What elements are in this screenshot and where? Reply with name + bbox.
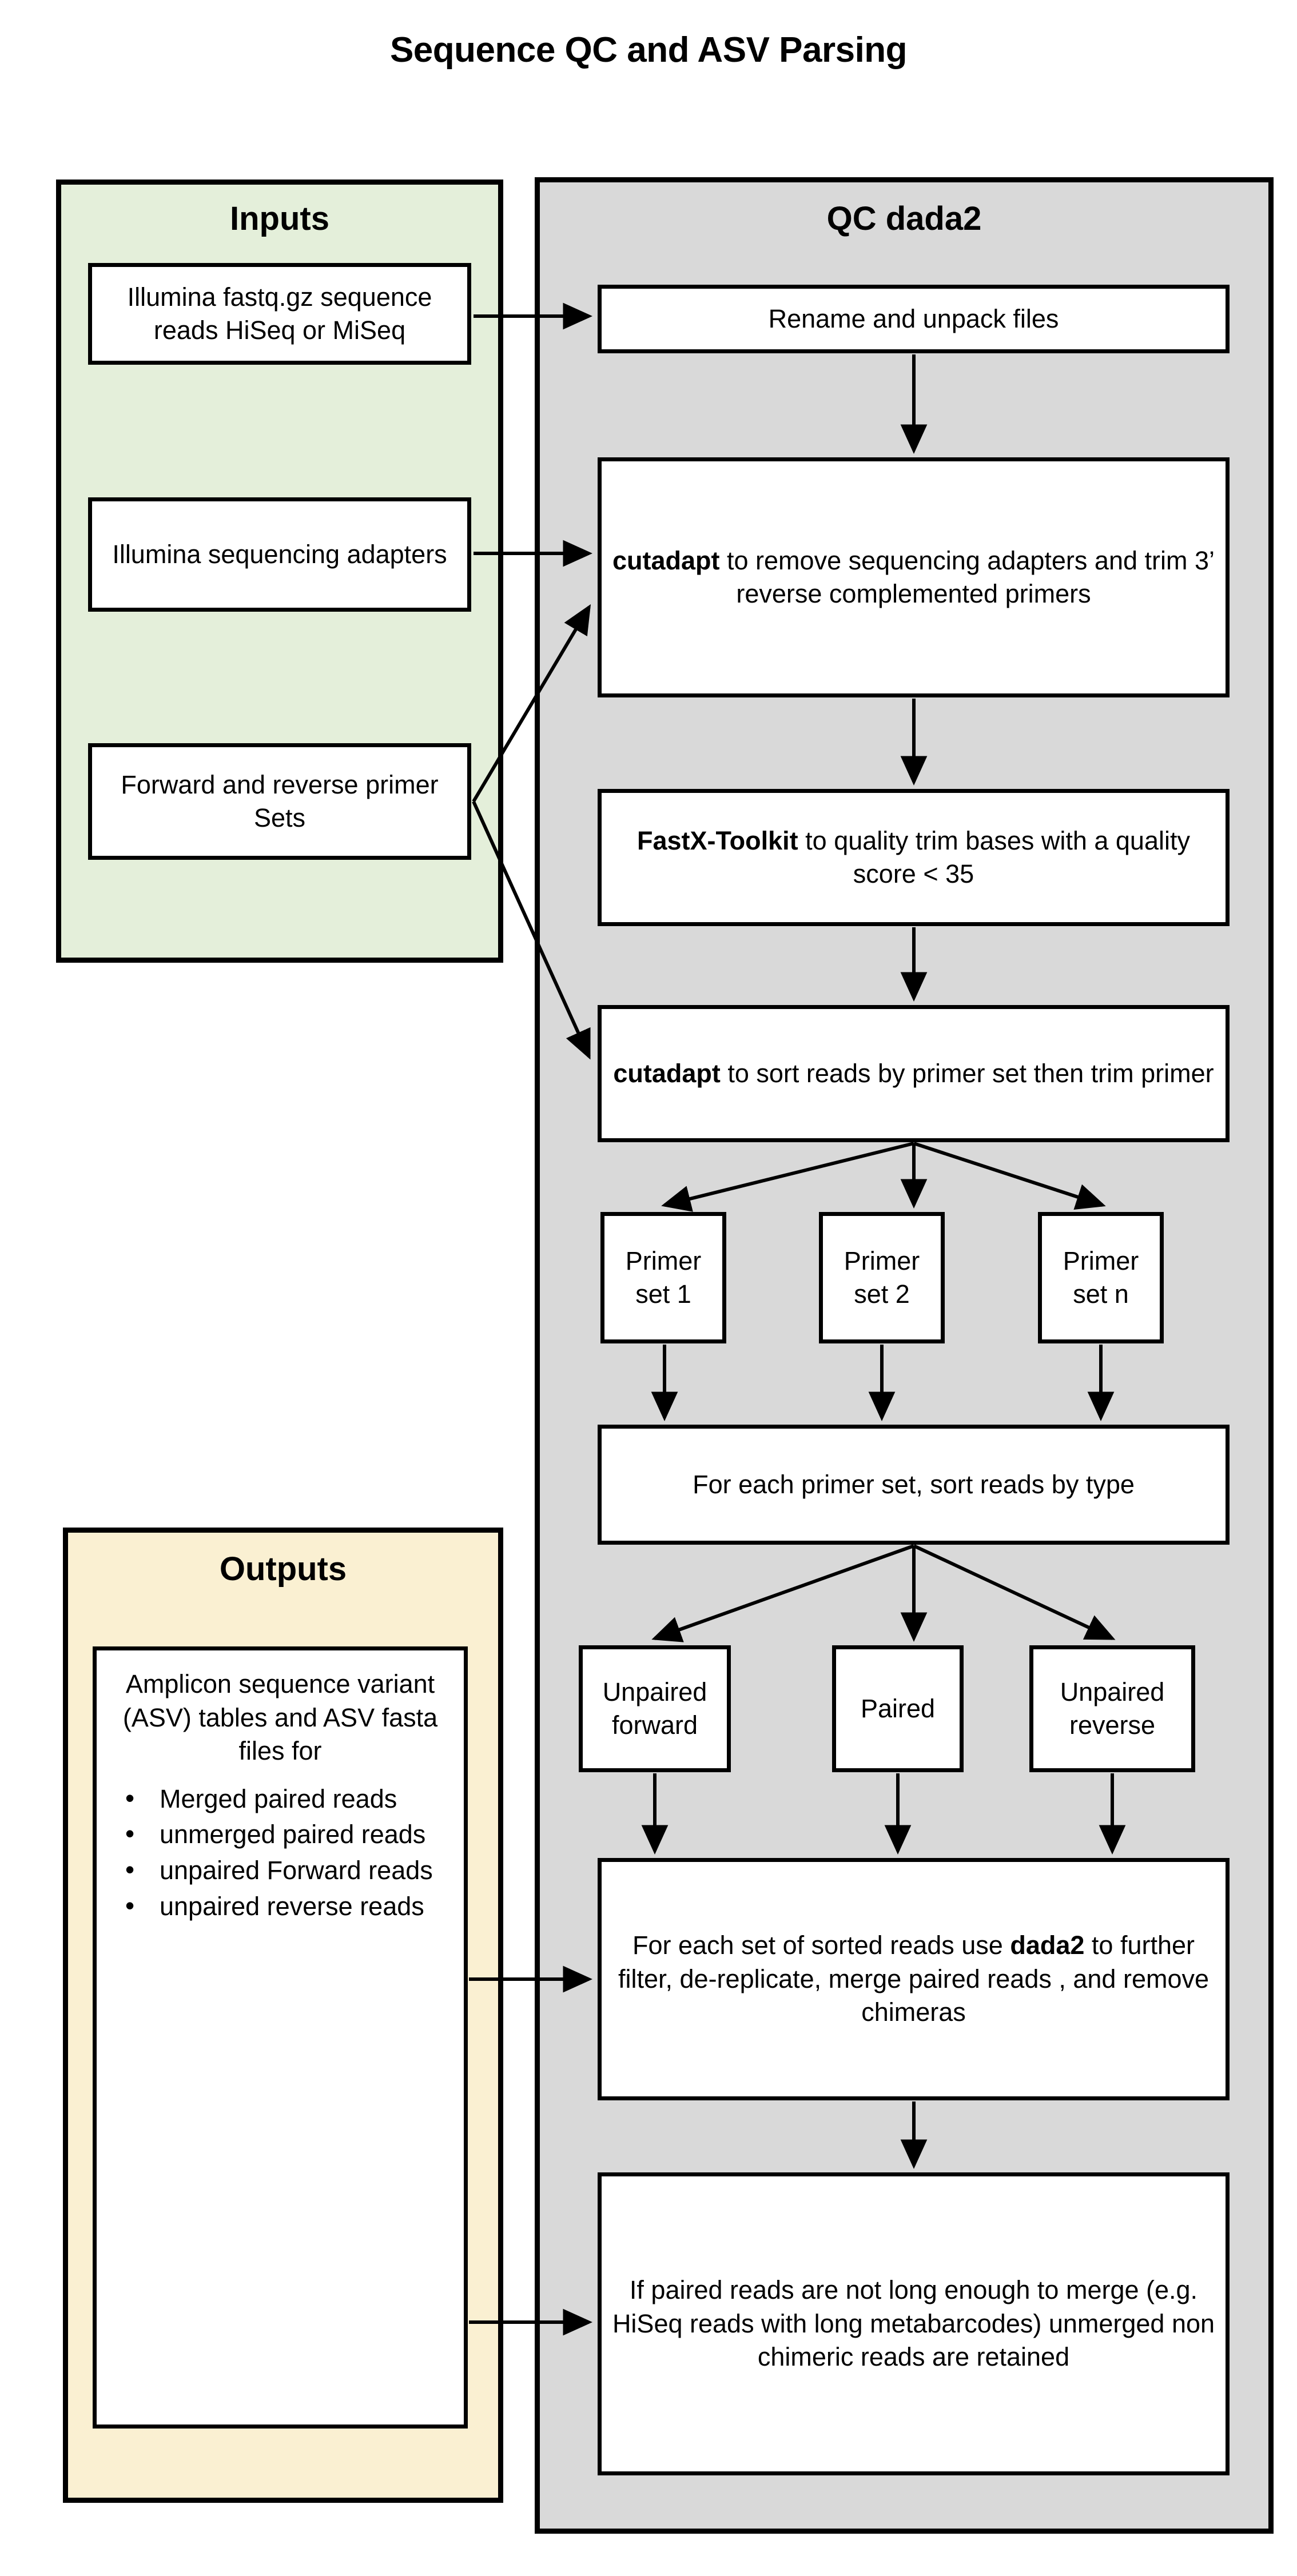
qc-box-cutadapt-adapters: cutadapt to remove sequencing adapters a… — [598, 457, 1230, 697]
outputs-panel-heading: Outputs — [219, 1550, 347, 1588]
list-item: unpaired reverse reads — [109, 1889, 451, 1923]
qc-box-unpaired-forward: Unpaired forward — [579, 1645, 731, 1772]
list-item: Merged paired reads — [109, 1782, 451, 1816]
list-item: unmerged paired reads — [109, 1817, 451, 1851]
list-item: unpaired Forward reads — [109, 1853, 451, 1887]
qc-box-unpaired-reverse: Unpaired reverse — [1029, 1645, 1195, 1772]
asv-head-text: Amplicon sequence variant (ASV) tables a… — [122, 1669, 438, 1765]
qc-panel-heading: QC dada2 — [826, 200, 982, 237]
dada2-pre: For each set of sorted reads use — [632, 1931, 1010, 1960]
qc-box-retain-unmerged: If paired reads are not long enough to m… — [598, 2172, 1230, 2475]
qc-box-cutadapt-sort: cutadapt to sort reads by primer set the… — [598, 1005, 1230, 1142]
cutadapt-sort-label: cutadapt — [613, 1058, 721, 1088]
qc-box-fastx-toolkit: FastX-Toolkit to quality trim bases with… — [598, 789, 1230, 926]
qc-box-dada2-filter: For each set of sorted reads use dada2 t… — [598, 1858, 1230, 2100]
input-box-illumina-adapters: Illumina sequencing adapters — [88, 497, 471, 612]
qc-box-primer-set-n: Primer set n — [1038, 1212, 1164, 1343]
qc-box-primer-set-1: Primer set 1 — [600, 1212, 726, 1343]
cutadapt-desc: to remove sequencing adapters and trim 3… — [719, 545, 1215, 609]
fastx-label: FastX-Toolkit — [637, 826, 798, 855]
cutadapt-sort-desc: to sort reads by primer set then trim pr… — [720, 1058, 1214, 1088]
dada2-label: dada2 — [1010, 1931, 1085, 1960]
qc-box-rename-unpack: Rename and unpack files — [598, 285, 1230, 353]
qc-box-sort-by-type: For each primer set, sort reads by type — [598, 1425, 1230, 1545]
qc-box-primer-set-2: Primer set 2 — [819, 1212, 945, 1343]
input-box-primer-sets: Forward and reverse primer Sets — [88, 743, 471, 860]
cutadapt-label: cutadapt — [612, 545, 720, 575]
outputs-box-asv: Amplicon sequence variant (ASV) tables a… — [93, 1646, 468, 2429]
inputs-panel-heading: Inputs — [230, 200, 329, 237]
input-box-illumina-reads: Illumina fastq.gz sequence reads HiSeq o… — [88, 263, 471, 365]
page-title: Sequence QC and ASV Parsing — [389, 30, 908, 70]
dada2-desc: to further filter, de-replicate, merge p… — [618, 1931, 1210, 2027]
qc-box-paired: Paired — [832, 1645, 964, 1772]
asv-bullet-list: Merged paired reads unmerged paired read… — [109, 1782, 451, 1923]
fastx-desc: to quality trim bases with a quality sco… — [798, 826, 1190, 889]
